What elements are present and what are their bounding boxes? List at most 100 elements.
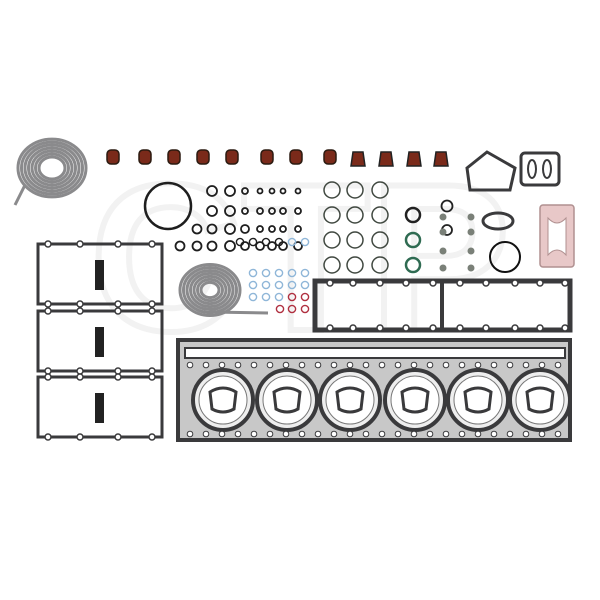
bolt-hole (148, 373, 156, 381)
coolant-hole (378, 361, 386, 369)
bolt-hole (511, 279, 519, 287)
coolant-hole (394, 430, 402, 438)
combustion-seal (400, 386, 430, 414)
bolt-hole (482, 279, 490, 287)
silicone-coil-small (178, 263, 242, 317)
silicone-coil-small-tail (209, 310, 269, 315)
plug-seal (467, 247, 475, 255)
flange-gasket (481, 211, 515, 231)
bolt-hole (44, 433, 52, 441)
coolant-hole (426, 361, 434, 369)
bolt-hole (326, 324, 334, 332)
coolant-hole (410, 430, 418, 438)
small-o-ring (261, 280, 271, 290)
bolt-hole (114, 240, 122, 248)
small-o-ring (235, 237, 245, 247)
bolt-hole (376, 279, 384, 287)
coolant-hole (218, 361, 226, 369)
o-ring (174, 240, 186, 252)
silicone-coil-large (16, 137, 88, 199)
plug-seal (439, 213, 447, 221)
o-ring (293, 241, 303, 251)
cover-gasket (465, 150, 517, 192)
o-ring (206, 240, 218, 252)
o-ring (256, 207, 264, 215)
o-ring (224, 185, 236, 197)
coolant-hole (554, 361, 562, 369)
coolant-hole (426, 430, 434, 438)
coolant-hole (442, 361, 450, 369)
medium-o-ring (346, 181, 364, 199)
bolt-hole (326, 279, 334, 287)
coolant-hole (394, 361, 402, 369)
silicone-coil-small (189, 271, 231, 309)
small-o-ring (274, 237, 284, 247)
coolant-hole (474, 430, 482, 438)
o-ring (267, 241, 277, 251)
coolant-hole (490, 430, 498, 438)
bolt-hole (44, 367, 52, 375)
silicone-coil-large (27, 146, 77, 190)
valve-stem-seal (196, 149, 210, 165)
coolant-hole (538, 361, 546, 369)
medium-o-ring (371, 256, 389, 274)
bolt-hole (456, 279, 464, 287)
pink-gasket-cutout (547, 216, 567, 257)
coolant-hole (362, 430, 370, 438)
bolt-hole (114, 373, 122, 381)
coolant-hole (282, 430, 290, 438)
coolant-hole (506, 430, 514, 438)
bolt-hole (148, 307, 156, 315)
o-ring (224, 240, 236, 252)
o-ring (241, 187, 249, 195)
twin-port-gasket-hole (542, 159, 552, 179)
valve-stem-seal (260, 149, 274, 165)
valve-stem-seal (138, 149, 152, 165)
bolt-hole (561, 324, 569, 332)
o-ring (206, 223, 218, 235)
o-ring (224, 205, 236, 217)
small-o-ring (287, 280, 297, 290)
bolt-hole (148, 300, 156, 308)
bolt-hole (148, 433, 156, 441)
coolant-hole (218, 430, 226, 438)
silicone-coil-small (192, 274, 228, 306)
o-ring (256, 225, 264, 233)
watermark-logo: CTP (90, 140, 510, 375)
medium-o-ring (371, 231, 389, 249)
small-o-ring (274, 268, 284, 278)
medium-o-ring (371, 206, 389, 224)
bolt-hole (349, 324, 357, 332)
o-ring (440, 199, 454, 213)
medium-o-ring (323, 206, 341, 224)
silicone-coil-small (199, 280, 221, 300)
coolant-hole (330, 430, 338, 438)
small-o-ring (300, 304, 310, 314)
coolant-hole (458, 430, 466, 438)
silicone-coil-large (20, 140, 84, 196)
o-ring (294, 207, 302, 215)
o-ring-large (489, 241, 521, 273)
coolant-hole (458, 361, 466, 369)
silicone-coil-large (37, 155, 67, 181)
small-o-ring (261, 292, 271, 302)
bolt-hole (76, 433, 84, 441)
bolt-hole (402, 279, 410, 287)
large-o-ring (143, 181, 193, 231)
combustion-seal (463, 386, 493, 414)
coolant-hole (314, 430, 322, 438)
coolant-hole (250, 361, 258, 369)
valve-stem-seal (106, 149, 120, 165)
o-ring (240, 224, 250, 234)
bolt-hole (148, 240, 156, 248)
combustion-seal (525, 386, 555, 414)
twin-port-gasket-hole (527, 159, 537, 179)
o-ring (241, 207, 249, 215)
valve-stem-seal (289, 149, 303, 165)
small-o-ring (300, 268, 310, 278)
silicone-coil-large (34, 152, 70, 184)
small-o-ring (287, 304, 297, 314)
medium-o-ring (346, 231, 364, 249)
coolant-hole (234, 430, 242, 438)
seal-ring (404, 206, 422, 224)
